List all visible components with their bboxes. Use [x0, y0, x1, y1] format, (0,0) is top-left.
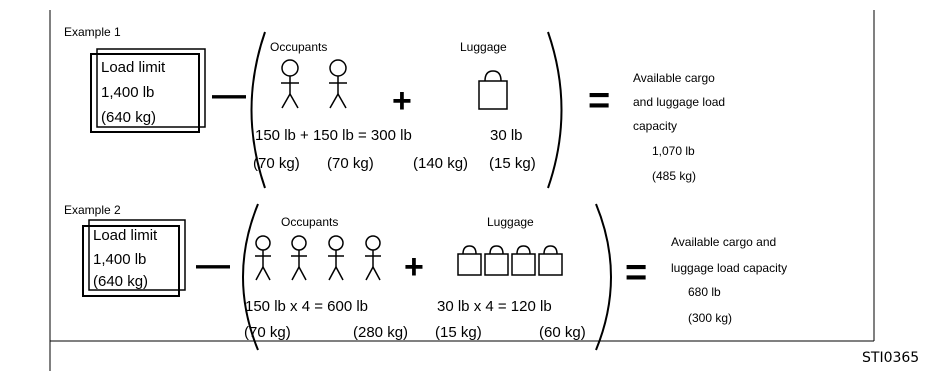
luggage-bag-icon: [484, 245, 509, 276]
luggage-bag-icon: [538, 245, 563, 276]
result-kg: (300 kg): [688, 311, 732, 325]
occupant-kg: (70 kg): [244, 324, 291, 341]
luggage-bag-icon: [511, 245, 536, 276]
occupants-weight-calc: 150 lb + 150 lb = 300 lb: [255, 127, 412, 144]
luggage-label: Luggage: [487, 215, 534, 229]
result-lb: 680 lb: [688, 285, 721, 299]
plus-operator: +: [392, 82, 412, 120]
person-icon: [328, 235, 344, 281]
result-line-2: and luggage load: [633, 95, 725, 109]
example-2-title: Example 2: [64, 203, 121, 217]
load-limit-label: Load limit: [93, 227, 158, 244]
example-1: Example 1 Load limit 1,400 lb (640 kg) —…: [64, 25, 725, 189]
occupants-total-kg: (280 kg): [353, 324, 408, 341]
luggage-bag-icon: [478, 70, 508, 110]
luggage-kg: (15 kg): [435, 324, 482, 341]
person-icon: [281, 59, 299, 109]
luggage-kg: (15 kg): [489, 155, 536, 172]
example-1-load-limit-box: Load limit 1,400 lb (640 kg): [90, 48, 206, 133]
person-icon: [329, 59, 347, 109]
plus-operator: +: [404, 248, 424, 286]
load-limit-kg: (640 kg): [93, 273, 148, 290]
occupants-total-kg: (140 kg): [413, 155, 468, 172]
load-limit-kg: (640 kg): [101, 109, 156, 126]
open-parenthesis: [242, 203, 259, 351]
result-kg: (485 kg): [652, 169, 696, 183]
luggage-total-kg: (60 kg): [539, 324, 586, 341]
example-2-load-limit-box: Load limit 1,400 lb (640 kg): [82, 219, 186, 297]
occupants-weight-calc: 150 lb x 4 = 600 lb: [245, 298, 368, 315]
result-lb: 1,070 lb: [652, 144, 695, 158]
load-limit-label: Load limit: [101, 59, 166, 76]
luggage-label: Luggage: [460, 40, 507, 54]
load-limit-box-frame: [82, 225, 180, 297]
load-limit-box-shadow: [96, 48, 206, 128]
result-line-1: Available cargo and: [671, 235, 776, 249]
result-line-3: capacity: [633, 119, 677, 133]
luggage-bag-icon: [457, 245, 482, 276]
figure-code: STI0365: [862, 350, 919, 366]
minus-operator: —: [196, 246, 230, 284]
equals-operator: =: [625, 252, 647, 294]
open-parenthesis: [250, 31, 266, 189]
occupant-kg: (70 kg): [327, 155, 374, 172]
load-limit-lb: 1,400 lb: [93, 251, 146, 268]
load-limit-box-shadow: [88, 219, 186, 291]
equals-operator: =: [588, 80, 610, 122]
close-parenthesis: [595, 203, 612, 351]
occupant-kg: (70 kg): [253, 155, 300, 172]
person-icon: [255, 235, 271, 281]
example-1-title: Example 1: [64, 25, 121, 39]
result-line-1: Available cargo: [633, 71, 715, 85]
person-icon: [291, 235, 307, 281]
close-parenthesis: [547, 31, 563, 189]
result-line-2: luggage load capacity: [671, 261, 787, 275]
minus-operator: —: [212, 76, 246, 114]
occupants-label: Occupants: [270, 40, 327, 54]
load-limit-box-frame: [90, 53, 200, 133]
luggage-weight: 30 lb: [490, 127, 523, 144]
example-2: Example 2 Load limit 1,400 lb (640 kg) —…: [64, 203, 787, 351]
occupants-label: Occupants: [281, 215, 338, 229]
luggage-weight-calc: 30 lb x 4 = 120 lb: [437, 298, 552, 315]
load-limit-lb: 1,400 lb: [101, 84, 154, 101]
person-icon: [365, 235, 381, 281]
